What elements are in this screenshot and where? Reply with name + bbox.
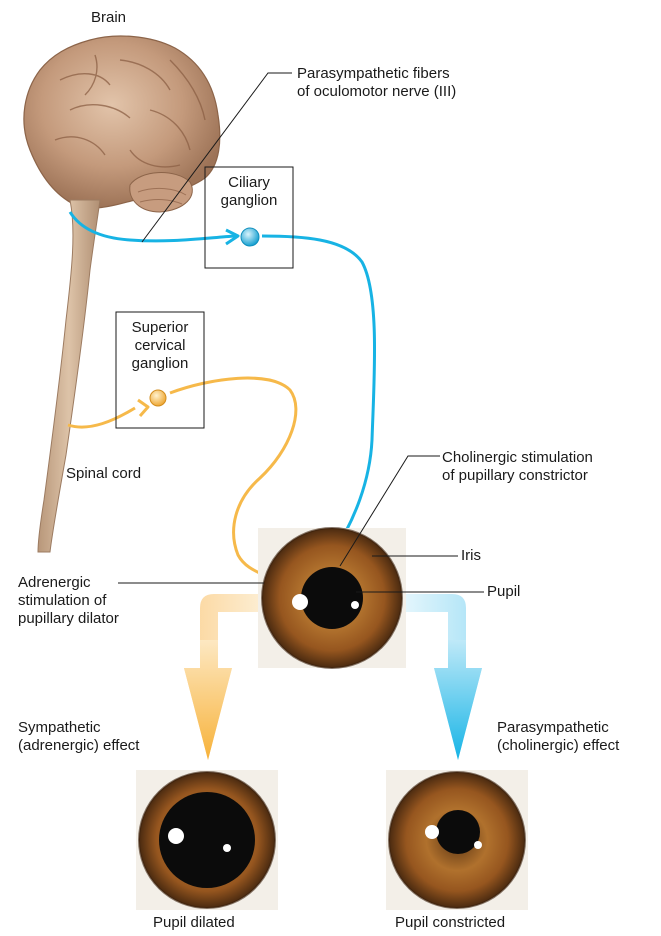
ciliary-ganglion-line-1: Ciliary [205, 174, 293, 192]
sympathetic-effect-line-2: (adrenergic) effect [18, 737, 139, 755]
spinal-cord-label: Spinal cord [66, 465, 141, 483]
central-eye-icon [258, 528, 406, 668]
sympathetic-effect-label: Sympathetic (adrenergic) effect [18, 719, 139, 755]
adrenergic-stimulation-label: Adrenergic stimulation of pupillary dila… [18, 574, 119, 628]
superior-cervical-ganglion-line-2: cervical [116, 337, 204, 355]
pupil-dilated-eye-icon [136, 770, 278, 910]
cholinergic-stimulation-line-1: Cholinergic stimulation [442, 449, 593, 467]
superior-cervical-ganglion-label: Superior cervical ganglion [116, 319, 204, 373]
parasympathetic-fibers-line-2: of oculomotor nerve (III) [297, 83, 456, 101]
cholinergic-stimulation-line-2: of pupillary constrictor [442, 467, 593, 485]
sympathetic-effect-line-1: Sympathetic [18, 719, 139, 737]
parasympathetic-effect-line-2: (cholinergic) effect [497, 737, 619, 755]
pupil-label: Pupil [487, 583, 520, 601]
iris-label: Iris [461, 547, 481, 565]
adrenergic-stimulation-line-3: pupillary dilator [18, 610, 119, 628]
parasympathetic-fibers-line-1: Parasympathetic fibers [297, 65, 456, 83]
superior-cervical-ganglion-line-1: Superior [116, 319, 204, 337]
ciliary-ganglion-line-2: ganglion [205, 192, 293, 210]
parasympathetic-arrow [396, 594, 482, 760]
sympathetic-arrow [184, 594, 270, 760]
superior-cervical-ganglion-icon [150, 390, 166, 406]
adrenergic-stimulation-line-2: stimulation of [18, 592, 119, 610]
cholinergic-stimulation-label: Cholinergic stimulation of pupillary con… [442, 449, 593, 485]
pupil-constricted-label: Pupil constricted [395, 914, 505, 932]
parasympathetic-fibers-label: Parasympathetic fibers of oculomotor ner… [297, 65, 456, 101]
pupil-dilated-label: Pupil dilated [153, 914, 235, 932]
ciliary-ganglion-icon [241, 228, 259, 246]
adrenergic-stimulation-line-1: Adrenergic [18, 574, 119, 592]
brain-label: Brain [91, 9, 126, 27]
parasympathetic-effect-line-1: Parasympathetic [497, 719, 619, 737]
pupil-constricted-eye-icon [386, 770, 528, 910]
parasympathetic-effect-label: Parasympathetic (cholinergic) effect [497, 719, 619, 755]
superior-cervical-ganglion-line-3: ganglion [116, 355, 204, 373]
ciliary-ganglion-label: Ciliary ganglion [205, 174, 293, 210]
